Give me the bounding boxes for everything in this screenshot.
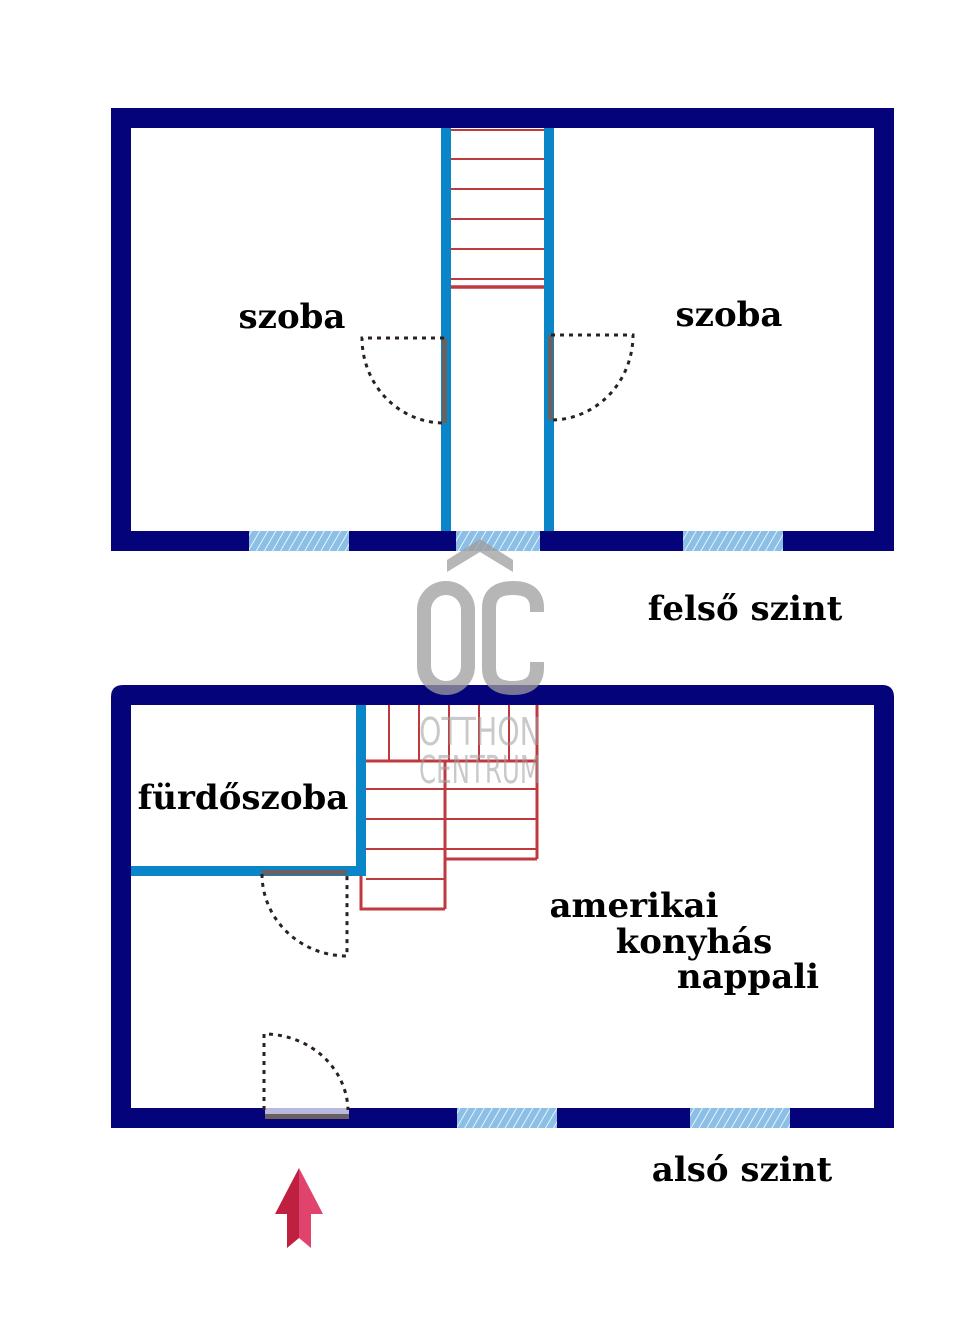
upper-floor: szoba szoba: [111, 108, 894, 551]
room-label-living-line1: amerikai: [550, 886, 719, 926]
room-label-living-line2: konyhás: [616, 922, 773, 962]
window: [683, 531, 783, 551]
watermark-circumflex-icon: [447, 539, 513, 572]
window: [457, 1108, 557, 1128]
lower-floor: fürdőszoba amerikai konyhás nappali: [111, 685, 894, 1128]
room-label-szoba-right: szoba: [676, 295, 783, 335]
watermark-line2: CENTRUM: [419, 748, 541, 792]
watermark-c-icon: [482, 580, 544, 696]
upper-stairs: [451, 129, 544, 289]
room-label-szoba-left: szoba: [239, 297, 346, 337]
entrance-arrow-icon: [275, 1168, 323, 1248]
inner-wall: [544, 128, 554, 531]
entrance-door: [262, 1032, 350, 1119]
door: [548, 333, 635, 422]
door: [360, 336, 447, 425]
watermark-logo: OTTHON CENTRUM: [417, 539, 544, 792]
inner-wall: [441, 128, 451, 531]
door: [260, 870, 349, 958]
level-label-upper: felső szint: [648, 589, 843, 629]
level-label-lower: alsó szint: [652, 1150, 833, 1190]
room-label-bathroom: fürdőszoba: [138, 778, 349, 818]
room-label-living-line3: nappali: [677, 957, 819, 997]
watermark-line1: OTTHON: [419, 710, 541, 754]
window: [690, 1108, 790, 1128]
watermark-o-icon: [417, 581, 475, 695]
lower-stairs: [359, 705, 539, 911]
inner-wall: [131, 866, 366, 876]
inner-wall: [356, 705, 366, 876]
window: [249, 531, 349, 551]
